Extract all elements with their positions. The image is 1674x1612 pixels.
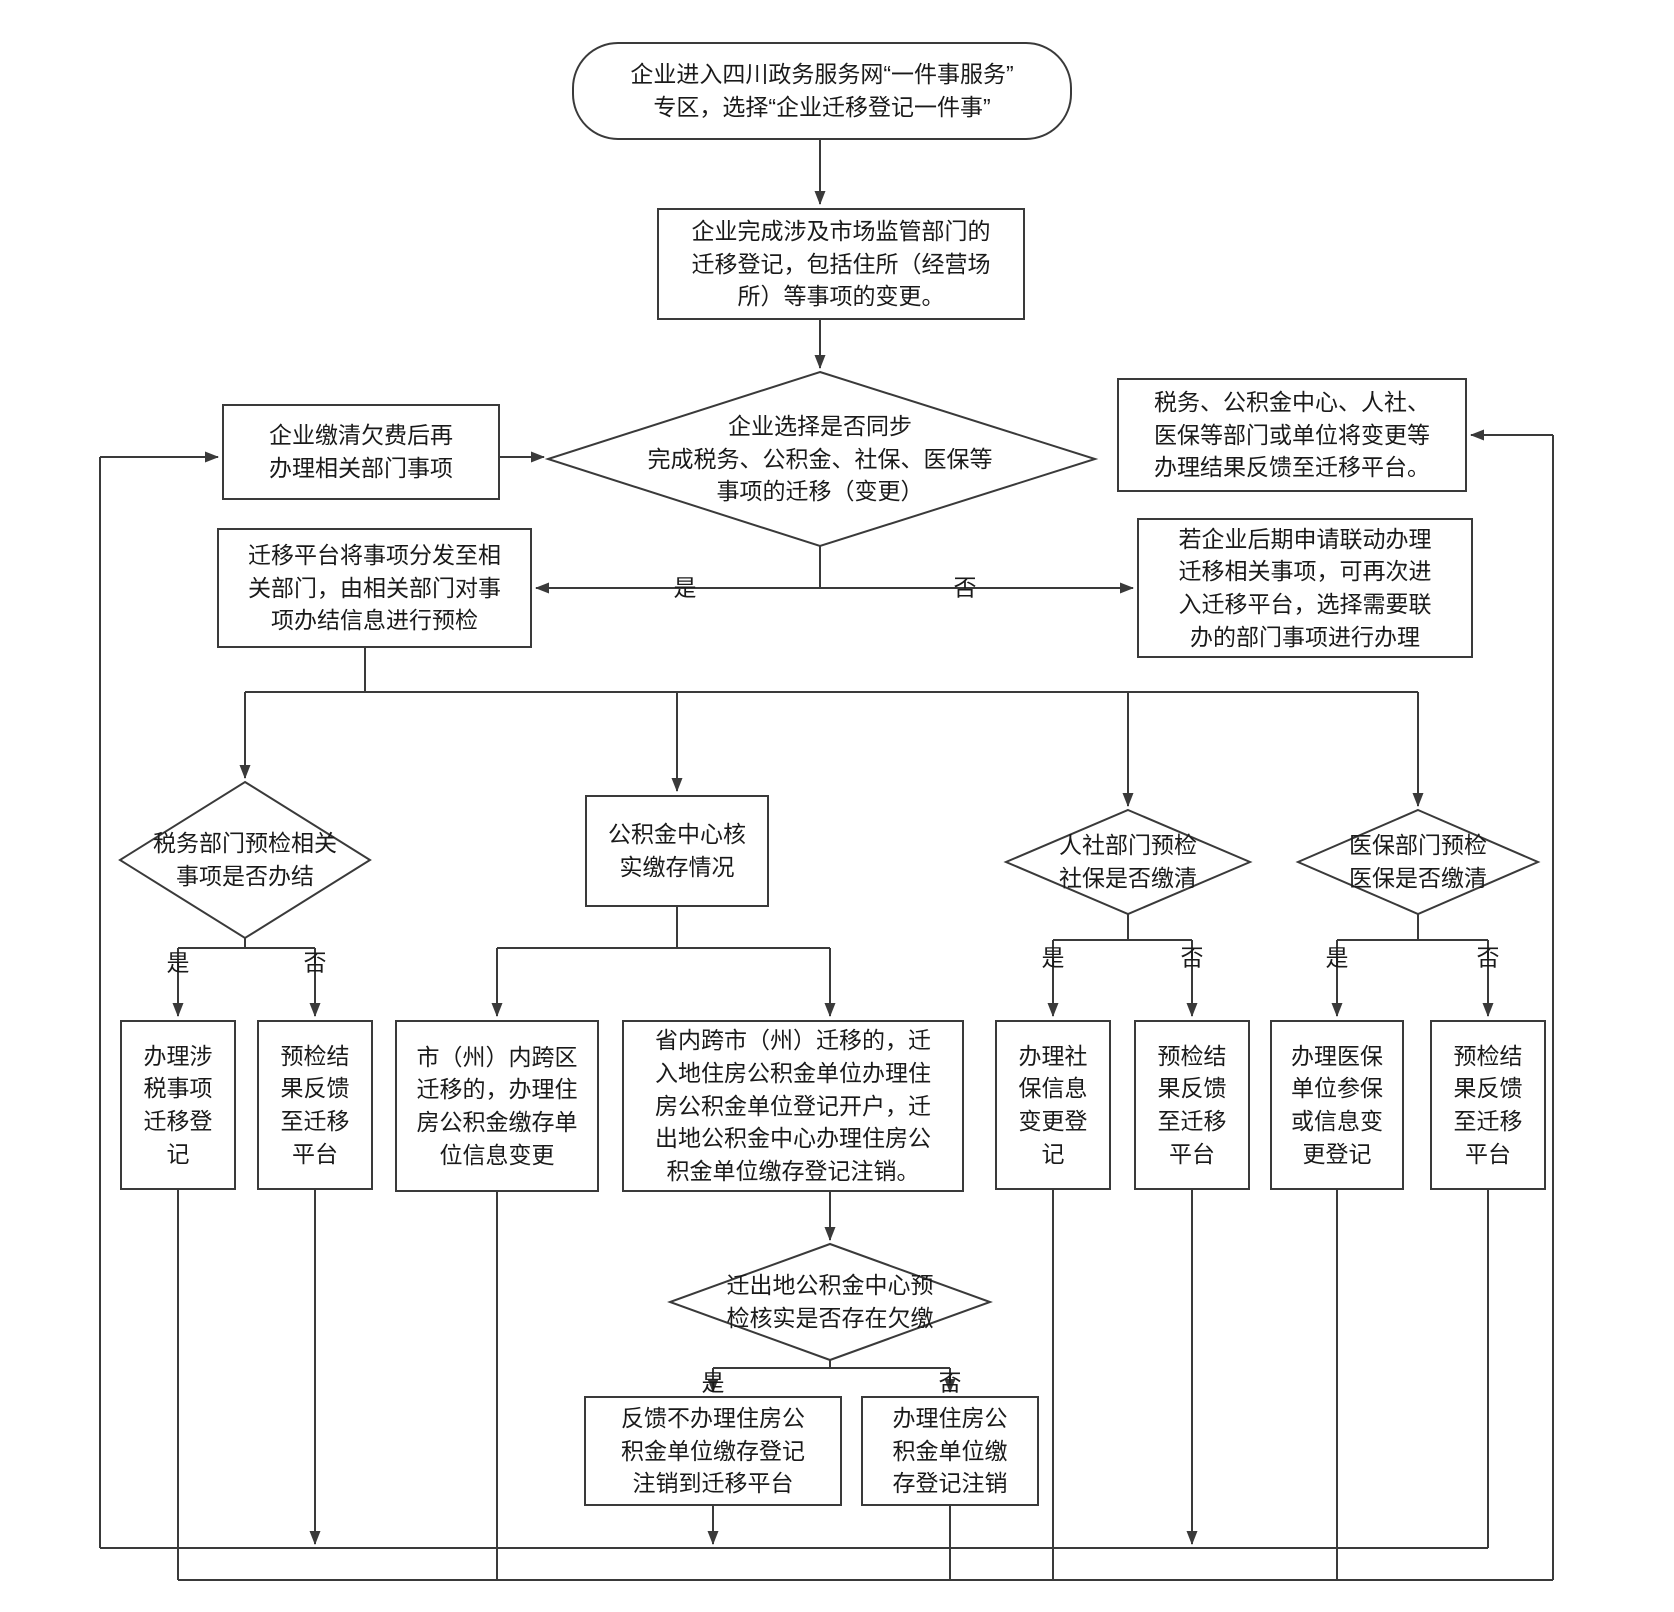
start-node: 企业进入四川政务服务网“一件事服务” 专区，选择“企业迁移登记一件事” [572, 42, 1072, 140]
later-joint-handling-node: 若企业后期申请联动办理 迁移相关事项，可再次进 入迁移平台，选择需要联 办的部门… [1137, 518, 1473, 658]
branch-label-yes-tax: 是 [166, 949, 190, 976]
fund-arrears-check-diamond-shape [667, 1242, 993, 1362]
fund-intra-city-node: 市（州）内跨区 迁移的，办理住 房公积金缴存单 位信息变更 [395, 1020, 599, 1192]
branch-label-no-social: 否 [1180, 944, 1204, 971]
branch-label-yes-fund-arrears: 是 [701, 1369, 725, 1396]
branch-label-yes-social: 是 [1041, 944, 1065, 971]
medical-no-node: 预检结 果反馈 至迁移 平台 [1430, 1020, 1546, 1190]
social-no-node: 预检结 果反馈 至迁移 平台 [1134, 1020, 1250, 1190]
branch-label-yes-medical: 是 [1325, 944, 1349, 971]
branch-label-no-main: 否 [953, 574, 977, 601]
medical-yes-node: 办理医保 单位参保 或信息变 更登记 [1270, 1020, 1404, 1190]
sync-decision-diamond-shape [544, 370, 1099, 548]
social-yes-node: 办理社 保信息 变更登 记 [995, 1020, 1111, 1190]
fund-verify-node: 公积金中心核 实缴存情况 [585, 795, 769, 907]
social-precheck-diamond-shape [1003, 808, 1253, 916]
fund-arrears-no-node: 办理住房公 积金单位缴 存登记注销 [861, 1396, 1039, 1506]
pay-arrears-node: 企业缴清欠费后再 办理相关部门事项 [222, 404, 500, 500]
dispatch-precheck-node: 迁移平台将事项分发至相 关部门，由相关部门对事 项办结信息进行预检 [217, 528, 532, 648]
tax-yes-node: 办理涉 税事项 迁移登 记 [120, 1020, 236, 1190]
branch-label-no-tax: 否 [303, 949, 327, 976]
fund-inter-city-node: 省内跨市（州）迁移的，迁 入地住房公积金单位办理住 房公积金单位登记开户，迁 出… [622, 1020, 964, 1192]
result-feedback-node: 税务、公积金中心、人社、 医保等部门或单位将变更等 办理结果反馈至迁移平台。 [1117, 378, 1467, 492]
fund-arrears-yes-node: 反馈不办理住房公 积金单位缴存登记 注销到迁移平台 [584, 1396, 842, 1506]
branch-label-no-medical: 否 [1476, 944, 1500, 971]
medical-precheck-diamond-shape [1295, 808, 1541, 916]
branch-label-no-fund-arrears: 否 [938, 1369, 962, 1396]
branch-label-yes-main: 是 [673, 574, 697, 601]
tax-no-node: 预检结 果反馈 至迁移 平台 [257, 1020, 373, 1190]
market-registration-node: 企业完成涉及市场监管部门的 迁移登记，包括住所（经营场 所）等事项的变更。 [657, 208, 1025, 320]
tax-precheck-diamond-shape [118, 780, 372, 940]
connectors [99, 140, 1554, 1581]
